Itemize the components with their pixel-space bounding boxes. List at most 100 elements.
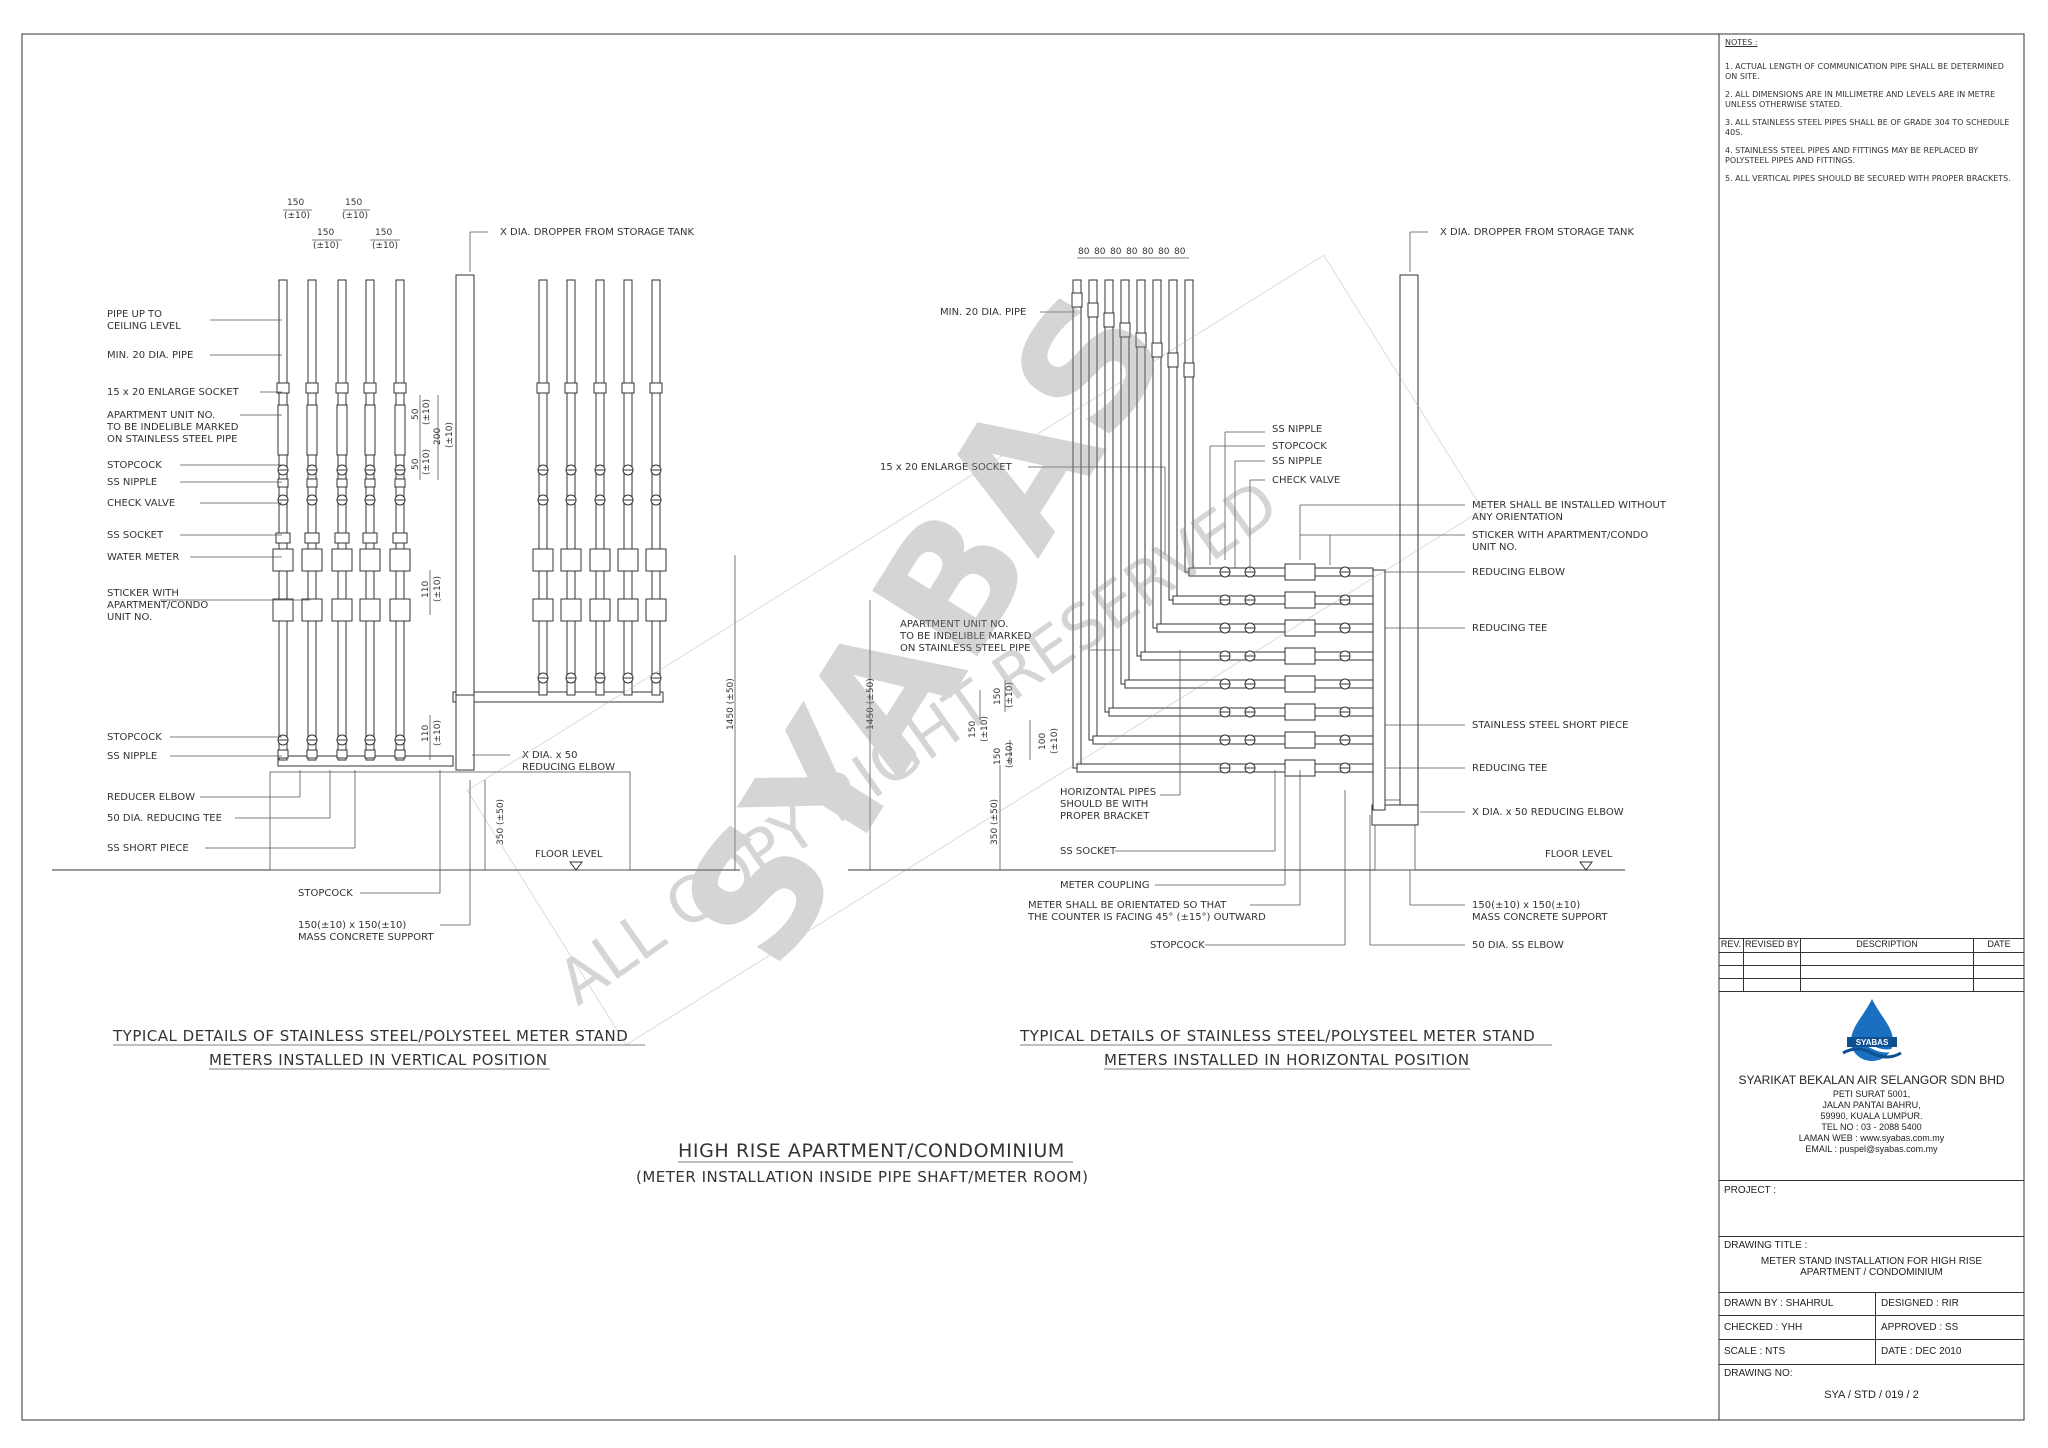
left-right-vertical-pipe-3: [595, 279, 605, 696]
right-meter-row-3-meter: [1284, 619, 1316, 637]
note-3: 3. ALL STAINLESS STEEL PIPES SHALL BE OF…: [1725, 118, 2010, 137]
info-grid: DRAWN BY : SHAHRUL DESIGNED : RIR CHECKE…: [1719, 1292, 2024, 1365]
right-label-support-2: MASS CONCRETE SUPPORT: [1472, 912, 1608, 923]
drawing-no-value: SYA / STD / 019 / 2: [1824, 1389, 1919, 1401]
right-label-floor-level: FLOOR LEVEL: [1545, 849, 1613, 860]
left-dropper-lower: [455, 694, 475, 771]
left-vertical-pipe-5-nipple-lower: [394, 749, 406, 759]
left-dim-1450: 1450 (±50): [726, 678, 736, 730]
left-right-vertical-pipe-2: [566, 279, 576, 696]
left-vertical-dims: [419, 395, 736, 870]
right-riser-5-enlarge-socket: [1135, 332, 1147, 348]
right-dropper-pipe: [1399, 274, 1419, 806]
notes-heading: NOTES :: [1725, 38, 1758, 47]
right-dim-10-b: (±10): [1005, 682, 1015, 708]
right-riser-8-enlarge-socket: [1183, 362, 1195, 378]
right-label-horizontal-3: PROPER BRACKET: [1060, 811, 1150, 822]
designed-by: DESIGNED : RIR: [1881, 1298, 1959, 1309]
left-vertical-pipe-3-marked-pipe: [336, 404, 348, 456]
left-right-vertical-pipe-4-enlarge-socket: [621, 382, 635, 394]
rev-col-revised-by: REVISED BY: [1744, 939, 1801, 952]
right-floor-level-marker: [1579, 861, 1593, 871]
right-riser-1-enlarge-socket: [1071, 292, 1083, 308]
left-dim-110-a: 110: [421, 581, 431, 598]
project-label: PROJECT :: [1724, 1185, 1777, 1196]
rev-col-date: DATE: [1987, 939, 2011, 949]
left-label-stopcock: STOPCOCK: [107, 460, 162, 471]
left-vertical-pipe-4-meter-lower: [359, 598, 381, 622]
dim-80-label-1: 80: [1078, 247, 1090, 257]
main-subtitle: (METER INSTALLATION INSIDE PIPE SHAFT/ME…: [636, 1168, 1088, 1186]
left-dim-150-b: 150: [345, 198, 362, 208]
right-label-meter-counter-1: METER SHALL BE ORIENTATED SO THAT: [1028, 900, 1227, 911]
left-label-ss-nipple-2: SS NIPPLE: [107, 751, 157, 762]
left-dropper-pipe: [455, 274, 475, 696]
right-dim-150-c: 150: [993, 748, 1003, 765]
left-right-vertical-pipe-5-water-meter: [645, 548, 667, 572]
left-right-vertical-pipe-5-enlarge-socket: [649, 382, 663, 394]
main-title: HIGH RISE APARTMENT/CONDOMINIUM: [678, 1140, 1065, 1162]
left-right-vertical-pipe-1-meter-lower: [532, 598, 554, 622]
left-vertical-pipe-3-enlarge-socket: [335, 382, 349, 394]
left-vertical-pipe-4-water-meter: [359, 548, 381, 572]
right-vertical-risers: [1071, 279, 1195, 769]
left-dim-10-c: (±10): [313, 241, 339, 251]
dim-80-label-6: 80: [1158, 247, 1170, 257]
left-label-reducing-elbow-1: X DIA. x 50: [522, 750, 578, 761]
logo-text: SYABAS: [1855, 1038, 1888, 1047]
watermark: SYABAS ALL COPY RIGHT RESERVED: [466, 254, 1484, 1046]
left-label-dropper: X DIA. DROPPER FROM STORAGE TANK: [500, 227, 695, 238]
left-vertical-pipes-right: [532, 279, 667, 696]
right-concrete-support: [1374, 799, 1416, 871]
right-label-meter-orient-1: METER SHALL BE INSTALLED WITHOUT: [1472, 500, 1667, 511]
right-label-reducing-tee-2: REDUCING TEE: [1472, 763, 1547, 774]
left-label-stopcock-2: STOPCOCK: [107, 732, 162, 743]
left-vertical-pipe-3: [337, 279, 347, 761]
right-meter-row-1-meter: [1284, 563, 1316, 581]
right-diagram-title-1: TYPICAL DETAILS OF STAINLESS STEEL/POLYS…: [1019, 1027, 1535, 1045]
date: DATE : DEC 2010: [1881, 1346, 1962, 1357]
notes-panel: NOTES : 1. ACTUAL LENGTH OF COMMUNICATIO…: [1725, 38, 2017, 192]
right-label-ss-socket: SS SOCKET: [1060, 846, 1117, 857]
revision-table: REV. REVISED BY DESCRIPTION DATE: [1719, 938, 2024, 992]
left-dim-200: 200: [433, 428, 443, 445]
left-label-apt-unit-3: ON STAINLESS STEEL PIPE: [107, 434, 237, 445]
right-label-ss-nipple: SS NIPPLE: [1272, 424, 1322, 435]
right-meter-row-6: [1108, 707, 1374, 717]
left-dim-50-b: 50: [411, 458, 421, 470]
left-vertical-pipe-1-enlarge-socket: [276, 382, 290, 394]
left-vertical-pipe-4-nipple-lower: [364, 749, 376, 759]
left-label-enlarge-socket: 15 x 20 ENLARGE SOCKET: [107, 387, 240, 398]
dim-80-label-5: 80: [1142, 247, 1154, 257]
left-label-reducing-elbow-2: REDUCING ELBOW: [522, 762, 615, 773]
left-leaders: [160, 231, 510, 926]
left-vertical-pipe-4-marked-pipe: [364, 404, 376, 456]
right-meter-row-7: [1092, 735, 1374, 745]
rev-col-description: DESCRIPTION: [1801, 939, 1974, 952]
sheet-border: [21, 33, 2025, 1421]
left-vertical-pipe-5-meter-lower: [389, 598, 411, 622]
left-dim-50-a: 50: [411, 408, 421, 420]
drawing-title-line-2: APARTMENT / CONDOMINIUM: [1800, 1267, 1943, 1278]
right-dim-10-c: (±10): [1005, 742, 1015, 768]
right-label-apt-unit-3: ON STAINLESS STEEL PIPE: [900, 643, 1030, 654]
company-name: SYARIKAT BEKALAN AIR SELANGOR SDN BHD: [1738, 1073, 2005, 1087]
left-dim-10-f: (±10): [422, 449, 432, 475]
left-vertical-pipe-4-socket: [362, 532, 378, 544]
left-vertical-pipe-2-nipple: [306, 478, 318, 488]
project-block: PROJECT :: [1719, 1180, 2024, 1237]
company-block: SYABAS SYARIKAT BEKALAN AIR SELANGOR SDN…: [1719, 990, 2024, 1181]
right-label-stopcock: STOPCOCK: [1272, 441, 1327, 452]
left-dim-150-d: 150: [375, 228, 392, 238]
right-label-sticker-2: UNIT NO.: [1472, 542, 1517, 553]
left-label-pipe-up-1: PIPE UP TO: [107, 309, 162, 320]
right-dim-10-d: (±10): [1050, 728, 1060, 754]
watermark-frame: [466, 254, 1484, 1046]
left-label-water-meter: WATER METER: [107, 552, 179, 563]
left-vertical-pipe-2: [307, 279, 317, 761]
left-vertical-pipe-2-nipple-lower: [306, 749, 318, 759]
left-label-support-2: MASS CONCRETE SUPPORT: [298, 932, 434, 943]
left-label-sticker-1: STICKER WITH: [107, 588, 179, 599]
